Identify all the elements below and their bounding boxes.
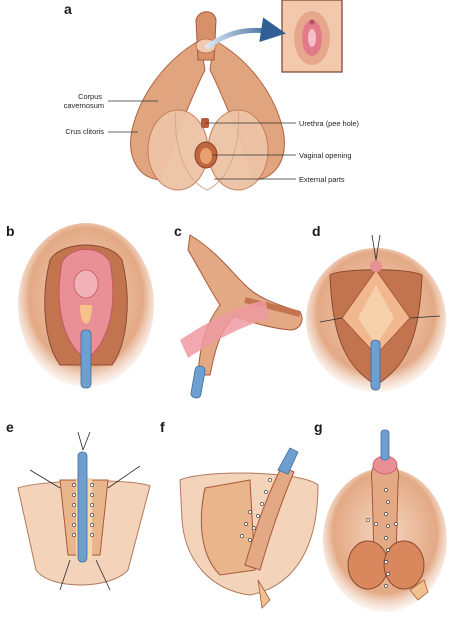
catheter-f: [277, 447, 299, 475]
panel-letter-e: e: [6, 419, 14, 435]
panel-a: a: [64, 0, 359, 191]
panel-letter-a: a: [64, 1, 72, 17]
panel-c: c: [174, 223, 303, 399]
external-view-inset: [281, 0, 343, 73]
catheter-e: [77, 451, 88, 563]
callout-corpus-cavernosum: Corpus cavernosum: [64, 92, 104, 110]
panel-g: g: [314, 419, 447, 612]
panel-letter-f: f: [160, 419, 165, 435]
panel-letter-g: g: [314, 419, 323, 435]
panel-d: d: [306, 223, 446, 392]
panel-letter-b: b: [6, 223, 15, 239]
catheter-b: [80, 329, 92, 389]
panel-b: b: [6, 223, 154, 389]
catheter-d: [370, 339, 381, 391]
clitoral-anatomy-illustration: [130, 11, 285, 191]
callout-vaginal-opening: Vaginal opening: [299, 151, 351, 160]
panel-letter-c: c: [174, 223, 182, 239]
catheter-c: [190, 365, 206, 399]
view-arrow-icon: [204, 17, 286, 51]
callout-urethra: Urethra (pee hole): [299, 119, 359, 128]
callout-crus-clitoris: Crus clitoris: [65, 127, 104, 136]
callout-external-parts: External parts: [299, 175, 345, 184]
catheter-g: [380, 429, 390, 461]
panel-e: e: [6, 419, 151, 591]
panel-f: f: [160, 419, 319, 609]
panel-letter-d: d: [312, 223, 321, 239]
